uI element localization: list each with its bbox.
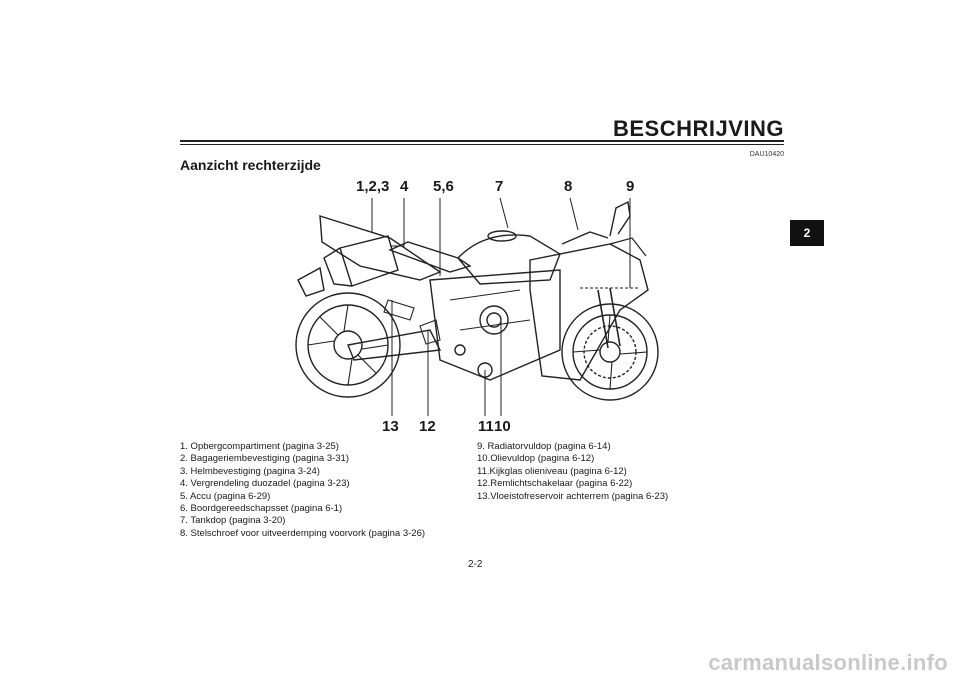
- chapter-tab[interactable]: 2: [790, 220, 824, 246]
- legend-item: 9. Radiatorvuldop (pagina 6-14): [477, 441, 611, 452]
- callout-10: 10: [494, 418, 511, 435]
- callout-4: 4: [400, 178, 409, 195]
- legend-item: 12.Remlichtschakelaar (pagina 6-22): [477, 478, 633, 490]
- callout-7: 7: [495, 178, 504, 195]
- callout-9: 9: [626, 178, 635, 195]
- callout-1-2-3: 1,2,3: [356, 178, 390, 195]
- callout-12: 12: [419, 418, 436, 435]
- document-code: DAU10420: [749, 151, 784, 158]
- section-title: Aanzicht rechterzijde: [180, 157, 321, 173]
- watermark-text: carmanualsonline.info: [708, 650, 948, 675]
- chapter-title: BESCHRIJVING: [612, 116, 784, 141]
- callout-13: 13: [382, 418, 399, 435]
- legend-item: 13.Vloeistofreservoir achterrem (pagina …: [477, 490, 669, 502]
- legend-item: 5. Accu (pagina 6-29): [180, 490, 271, 502]
- legend-item: 7. Tankdop (pagina 3-20): [180, 515, 286, 527]
- legend-item: 10.Olievuldop (pagina 6-12): [477, 453, 595, 465]
- legend-item: 6. Boordgereedschapsset (pagina 6-1): [180, 503, 343, 515]
- header-rule: [180, 140, 784, 142]
- page-number: 2-2: [468, 559, 483, 570]
- legend-item: 11.Kijkglas olieniveau (pagina 6-12): [477, 465, 627, 477]
- header-rule-thin: [180, 144, 784, 145]
- motorcycle-illustration: [295, 197, 659, 416]
- legend-item: 2. Bagageriembevestiging (pagina 3-31): [180, 453, 349, 465]
- legend-item: 8. Stelschroef voor uitveerdemping voorv…: [180, 527, 426, 539]
- legend-item: 3. Helmbevestiging (pagina 3-24): [180, 465, 320, 477]
- legend-item: 1. Opbergcompartiment (pagina 3-25): [180, 441, 339, 452]
- legend-right: 9. Radiatorvuldop (pagina 6-14) 10.Oliev…: [477, 441, 777, 503]
- legend-item: 4. Vergrendeling duozadel (pagina 3-23): [180, 478, 350, 490]
- callout-5-6: 5,6: [433, 178, 454, 195]
- callout-11: 11: [478, 418, 494, 435]
- callout-8: 8: [564, 178, 573, 195]
- legend-left: 1. Opbergcompartiment (pagina 3-25) 2. B…: [180, 441, 480, 540]
